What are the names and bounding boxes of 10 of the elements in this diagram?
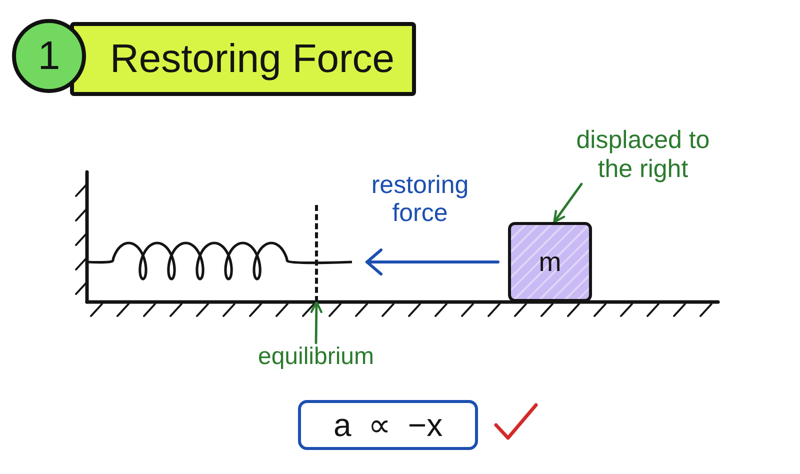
leader-arrow [310,300,322,344]
leader-arrow [553,182,583,224]
step-number: 1 [12,19,86,93]
force-label: restoring force [370,172,470,228]
mass-block: m [508,222,592,302]
annotation-text: displaced to the right [568,126,718,184]
formula-box: a ∝ −x [298,400,478,450]
annotation-text: equilibrium [256,343,376,371]
equilibrium-line [315,205,318,302]
title-text: Restoring Force [110,36,395,82]
